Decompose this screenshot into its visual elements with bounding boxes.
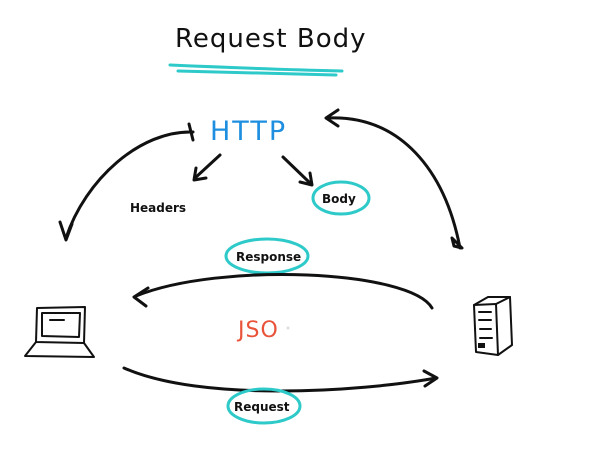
response-highlight — [224, 237, 310, 275]
request-highlight — [226, 387, 302, 425]
server-led — [478, 343, 485, 348]
request-label: Request — [234, 400, 290, 414]
arrow-request — [122, 366, 438, 393]
body-label: Body — [322, 192, 356, 206]
arrow-request-head — [422, 369, 439, 388]
diagram-title: Request Body — [175, 24, 367, 54]
headers-label: Headers — [130, 201, 186, 215]
http-label: HTTP — [210, 116, 287, 147]
arrow-http-tail-mark — [187, 122, 195, 142]
arrow-server-to-http — [326, 116, 462, 250]
arrow-http-to-client-head — [58, 220, 74, 242]
arrow-http-to-headers — [193, 153, 222, 180]
body-highlight — [311, 180, 371, 216]
json-label: JSO — [236, 318, 279, 343]
server-icon — [473, 296, 513, 356]
arrow-server-tail-mark — [450, 236, 464, 250]
arrow-server-to-http-head — [324, 108, 340, 128]
json-trailing-dot — [286, 326, 290, 330]
arrow-http-to-headers-head — [192, 166, 208, 182]
title-underline — [168, 63, 344, 77]
arrow-http-to-body — [281, 155, 312, 185]
arrow-http-to-client — [64, 130, 195, 240]
arrow-response-head — [132, 286, 150, 308]
arrow-response — [134, 272, 434, 310]
response-label: Response — [236, 250, 301, 264]
arrow-http-to-body-head — [298, 171, 314, 187]
laptop-icon — [24, 306, 95, 358]
